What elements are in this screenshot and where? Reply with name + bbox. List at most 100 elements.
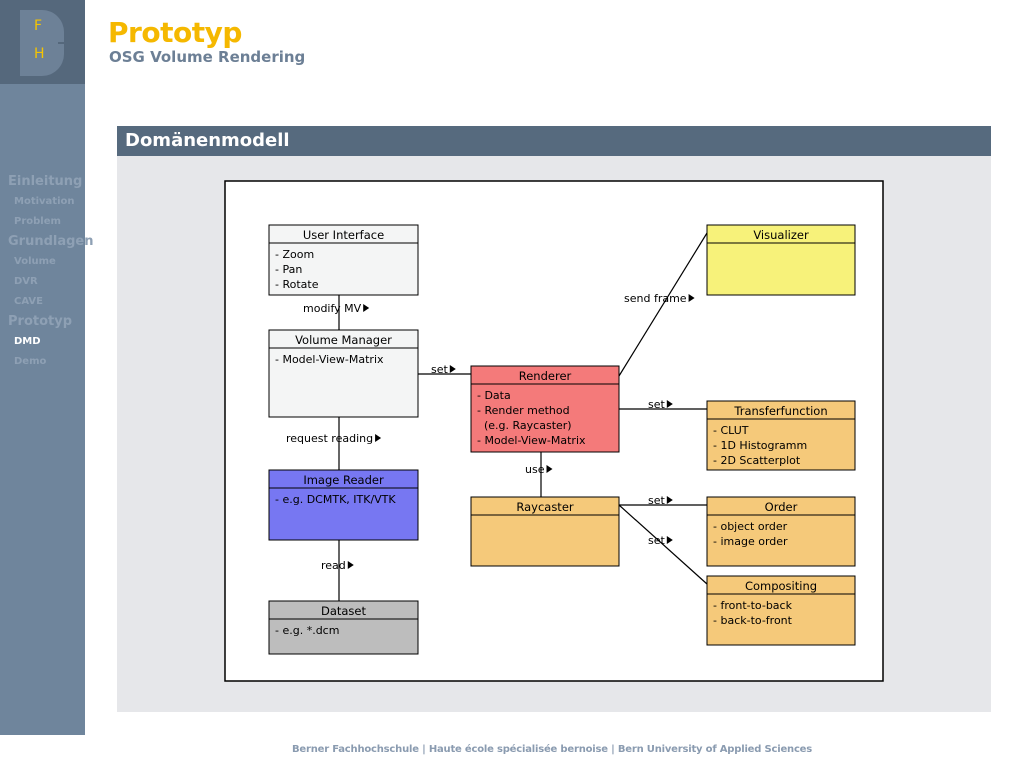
class-box-transferfunction: Transferfunction - CLUT - 1D Histogramm - 2…	[706, 400, 856, 471]
nav-section[interactable]: Einleitung	[8, 174, 83, 189]
class-box-dataset-body	[268, 600, 419, 655]
diagram-edge-labels: modify MV set request reading read use send f…	[286, 292, 695, 572]
class-box-title: Volume Manager	[295, 333, 392, 347]
class-box-image-reader: Image Reader- e.g. DCMTK, ITK/VTK	[268, 469, 419, 541]
class-box-attribute: - Data	[477, 389, 511, 402]
edge-label-text: set	[648, 398, 665, 411]
class-box-title: Image Reader	[303, 473, 384, 487]
class-box-attribute: - front-to-back	[713, 599, 793, 612]
class-box-order-body	[706, 496, 856, 567]
nav-item[interactable]: DVR	[14, 276, 38, 287]
class-box-attribute: - e.g. *.dcm	[275, 624, 339, 637]
edge-label-text: modify MV	[303, 302, 362, 315]
footer: Berner Fachhochschule | Haute école spéc…	[291, 744, 813, 755]
nav-item[interactable]: Demo	[14, 356, 47, 367]
class-box-attribute: - 1D Histogramm	[713, 439, 807, 452]
class-box-attribute: (e.g. Raycaster)	[477, 419, 572, 432]
class-box-raycaster: Raycaster	[470, 496, 620, 567]
nav-section[interactable]: Prototyp	[8, 314, 73, 329]
edge-label-set-vm-renderer: set	[431, 363, 456, 376]
diagram-edges	[338, 232, 708, 601]
direction-arrow-icon	[688, 294, 695, 302]
edge-label-modify-mv: modify MV	[303, 302, 370, 315]
class-box-dataset: Dataset - e.g. *.dcm	[268, 600, 419, 655]
edge-label-set-transfer: set	[648, 398, 673, 411]
direction-arrow-icon	[546, 465, 553, 473]
class-box-renderer: Renderer - Data - Render method (e.g. Rayc…	[470, 365, 620, 453]
nav-item[interactable]: Problem	[14, 216, 61, 227]
class-box-compositing: Compositing - front-to-back - back-to-fron…	[706, 575, 856, 646]
direction-arrow-icon	[375, 434, 382, 442]
edge-label-use: use	[525, 463, 553, 476]
edge-label-text: request reading	[286, 432, 373, 445]
page-title: Prototyp	[108, 16, 242, 49]
domain-model-diagram: User Interface - Zoom - Pan - RotateVolume …	[224, 180, 884, 682]
class-box-volume-manager: Volume Manager - Model-View-Matrix	[268, 329, 419, 418]
nav-section[interactable]: Grundlagen	[8, 234, 94, 249]
edge-label-text: use	[525, 463, 545, 476]
class-box-compositing-body	[706, 575, 856, 646]
edge-label-text: set	[431, 363, 448, 376]
direction-arrow-icon	[666, 496, 673, 504]
class-box-title: Order	[765, 500, 798, 514]
diagram-boxes: User Interface - Zoom - Pan - RotateVolume …	[268, 224, 856, 655]
class-box-title: Compositing	[745, 579, 817, 593]
direction-arrow-icon	[449, 365, 456, 373]
logo-notch	[58, 42, 66, 44]
class-box-attribute: - image order	[713, 535, 788, 548]
edge-label-set-order: set	[648, 494, 673, 507]
direction-arrow-icon	[347, 561, 354, 569]
nav-item[interactable]: Motivation	[14, 196, 75, 207]
edge-label-text: send frame	[624, 292, 687, 305]
class-box-attribute: - CLUT	[713, 424, 749, 437]
edge-raycaster-compositing	[618, 504, 708, 585]
class-box-attribute: - Model-View-Matrix	[275, 353, 384, 366]
page-subtitle: OSG Volume Rendering	[109, 48, 306, 66]
edge-label-text: read	[321, 559, 346, 572]
class-box-attribute: - 2D Scatterplot	[713, 454, 801, 467]
class-box-title: Renderer	[519, 369, 572, 383]
class-box-title: Transferfunction	[733, 404, 827, 418]
class-box-attribute: - Rotate	[275, 278, 319, 291]
direction-arrow-icon	[363, 304, 370, 312]
class-box-visualizer-body	[706, 224, 856, 296]
direction-arrow-icon	[666, 536, 673, 544]
class-box-attribute: - Zoom	[275, 248, 314, 261]
edge-renderer-visualizer	[618, 232, 708, 377]
class-box-attribute: - back-to-front	[713, 614, 793, 627]
logo-letter-h: H	[34, 46, 45, 62]
class-box-user-interface-body	[268, 224, 419, 296]
edge-label-text: set	[648, 494, 665, 507]
class-box-visualizer: Visualizer	[706, 224, 856, 296]
class-box-title: Visualizer	[753, 228, 809, 242]
edge-label-request-reading: request reading	[286, 432, 382, 445]
class-box-transferfunction-body	[706, 400, 856, 471]
block-header: Domänenmodell	[117, 126, 991, 156]
edge-label-text: set	[648, 534, 665, 547]
edge-label-send-frame: send frame	[624, 292, 695, 305]
nav-item[interactable]: CAVE	[14, 296, 43, 307]
class-box-attribute: - Pan	[275, 263, 302, 276]
class-box-image-reader-body	[268, 469, 419, 541]
nav-item[interactable]: DMD	[14, 336, 41, 347]
class-box-raycaster-body	[470, 496, 620, 567]
bfh-logo: F H	[0, 0, 85, 84]
class-box-order: Order - object order - image order	[706, 496, 856, 567]
class-box-title: Raycaster	[516, 500, 574, 514]
edge-label-set-compositing: set	[648, 534, 673, 547]
class-box-attribute: - Render method	[477, 404, 570, 417]
logo-letter-f: F	[34, 18, 43, 34]
block-title: Domänenmodell	[125, 130, 290, 151]
class-box-title: User Interface	[303, 228, 384, 242]
direction-arrow-icon	[666, 400, 673, 408]
edge-label-read: read	[321, 559, 354, 572]
nav-item[interactable]: Volume	[14, 256, 56, 267]
class-box-renderer-body	[470, 365, 620, 453]
class-box-title: Dataset	[321, 604, 367, 618]
class-box-attribute: - object order	[713, 520, 788, 533]
logo-b-shape	[20, 10, 64, 76]
class-box-attribute: - Model-View-Matrix	[477, 434, 586, 447]
